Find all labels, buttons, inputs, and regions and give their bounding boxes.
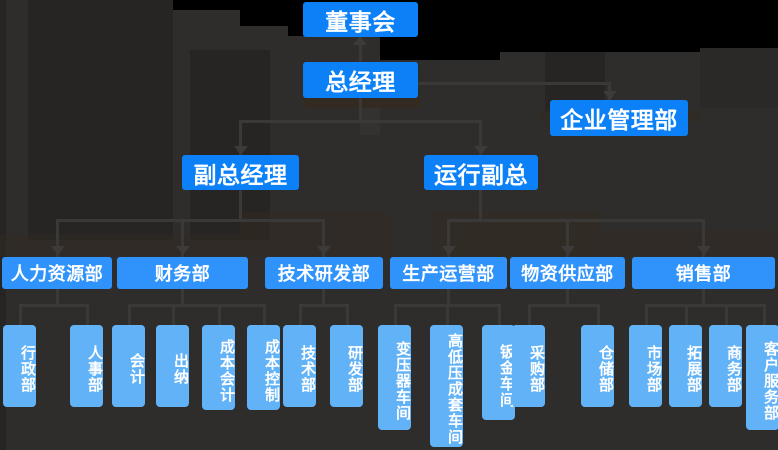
connector-finance-cost-accounting — [218, 304, 221, 325]
connector-finance-down — [181, 288, 184, 304]
arrow-finance-icon — [176, 246, 190, 255]
node-cost-accounting[interactable]: 成本会计 — [202, 325, 236, 410]
node-marketing-office[interactable]: 市场部 — [629, 325, 663, 407]
connector-finance-cashier — [172, 304, 175, 325]
connector-production-switchgear — [446, 304, 449, 325]
connector-board-to-gm — [359, 36, 362, 62]
connector-techrd-bus — [299, 304, 347, 307]
connector-deputy-gm-down — [239, 189, 242, 219]
connector-supply-purchasing — [528, 304, 531, 325]
background-shade-left-col — [28, 0, 173, 240]
node-deputy-general-manager[interactable]: 副总经理 — [182, 155, 299, 190]
connector-sales-customer — [763, 304, 766, 325]
node-switchgear-workshop[interactable]: 高低压成套车间 — [430, 325, 464, 447]
node-business-office[interactable]: 商务部 — [709, 325, 743, 407]
connector-finance-accounting — [128, 304, 131, 325]
connector-gm-down — [359, 98, 362, 120]
arrow-supply-icon — [561, 246, 575, 255]
node-personnel-office[interactable]: 人事部 — [70, 325, 104, 407]
node-supply-department[interactable]: 物资供应部 — [510, 257, 625, 289]
connector-bus-techrd — [322, 219, 325, 257]
node-general-manager[interactable]: 总经理 — [303, 62, 418, 98]
connector-techrd-down — [322, 288, 325, 304]
connector-sales-business — [725, 304, 728, 325]
connector-supply-down — [566, 288, 569, 304]
arrow-deputy-gm-icon — [234, 146, 248, 155]
arrow-techrd-icon — [317, 246, 331, 255]
node-admin-office[interactable]: 行政部 — [3, 325, 37, 407]
background-shade-far-right — [700, 48, 778, 108]
background-warm-band-a — [305, 96, 420, 108]
connector-finance-cost-control — [263, 304, 266, 325]
arrow-sales-icon — [697, 246, 711, 255]
connector-bus-hr — [56, 219, 59, 257]
node-expansion-office[interactable]: 拓展部 — [669, 325, 703, 407]
background-patch-top-left — [170, 0, 290, 10]
node-sales-department[interactable]: 销售部 — [632, 257, 775, 289]
node-transformer-workshop[interactable]: 变压器车间 — [378, 325, 412, 430]
node-finance-department[interactable]: 财务部 — [117, 257, 248, 289]
arrow-production-icon — [442, 246, 456, 255]
connector-techrd-rd — [346, 304, 349, 325]
node-board[interactable]: 董事会 — [303, 2, 418, 37]
arrow-board-up-icon — [353, 36, 367, 45]
arrow-hr-icon — [51, 246, 65, 255]
connector-hr-personnel — [86, 304, 89, 325]
node-enterprise-management[interactable]: 企业管理部 — [550, 100, 688, 136]
connector-supply-bus — [528, 304, 598, 307]
node-production-department[interactable]: 生产运营部 — [390, 257, 507, 289]
connector-production-down — [447, 288, 450, 304]
connector-bus-sales — [702, 219, 705, 257]
node-cost-control[interactable]: 成本控制 — [247, 325, 281, 410]
connector-hr-down — [56, 288, 59, 304]
connector-production-sheetmetal — [498, 304, 501, 325]
connector-hr-admin — [19, 304, 22, 325]
connector-bus-production — [447, 219, 450, 257]
connector-deputy-bus — [239, 120, 481, 123]
connector-techrd-tech — [299, 304, 302, 325]
arrow-ops-vp-icon — [474, 146, 488, 155]
node-hr-department[interactable]: 人力资源部 — [2, 257, 112, 289]
node-cashier[interactable]: 出纳 — [156, 325, 190, 407]
background-patch-top-notch — [240, 0, 290, 26]
connector-finance-bus — [128, 304, 264, 307]
connector-sales-marketing — [645, 304, 648, 325]
node-warehouse-office[interactable]: 仓储部 — [581, 325, 615, 407]
connector-production-transformer — [394, 304, 397, 325]
connector-bus-supply — [566, 219, 569, 257]
node-tech-office[interactable]: 技术部 — [283, 325, 317, 407]
background-warm-band-e — [600, 230, 778, 256]
connector-to-deputy-gm — [239, 120, 242, 155]
arrow-enterprise-icon — [603, 91, 617, 100]
background-warm-band-d — [0, 234, 240, 256]
connector-ops-vp-down — [479, 189, 482, 219]
node-operations-vp[interactable]: 运行副总 — [424, 155, 538, 190]
connector-sales-expansion — [685, 304, 688, 325]
node-sheet-metal-workshop[interactable]: 钣金车间 — [482, 325, 516, 420]
node-tech-rd-department[interactable]: 技术研发部 — [265, 257, 383, 289]
node-customer-service-office[interactable]: 客户服务部 — [746, 325, 778, 430]
connector-dept-bus-left — [56, 219, 324, 222]
connector-to-ops-vp — [479, 120, 482, 155]
connector-supply-warehouse — [597, 304, 600, 325]
connector-sales-bus — [645, 304, 764, 307]
connector-bus-finance — [181, 219, 184, 257]
node-accounting[interactable]: 会计 — [112, 325, 146, 407]
connector-hr-bus — [19, 304, 87, 307]
node-purchasing-office[interactable]: 采购部 — [512, 325, 546, 407]
background-shade-left — [0, 0, 6, 450]
background-shade-mid-col — [190, 50, 270, 240]
connector-sales-down — [702, 288, 705, 304]
node-rd-office[interactable]: 研发部 — [330, 325, 364, 407]
connector-dept-bus-right — [447, 219, 704, 222]
connector-gm-to-enterprise — [418, 82, 610, 85]
